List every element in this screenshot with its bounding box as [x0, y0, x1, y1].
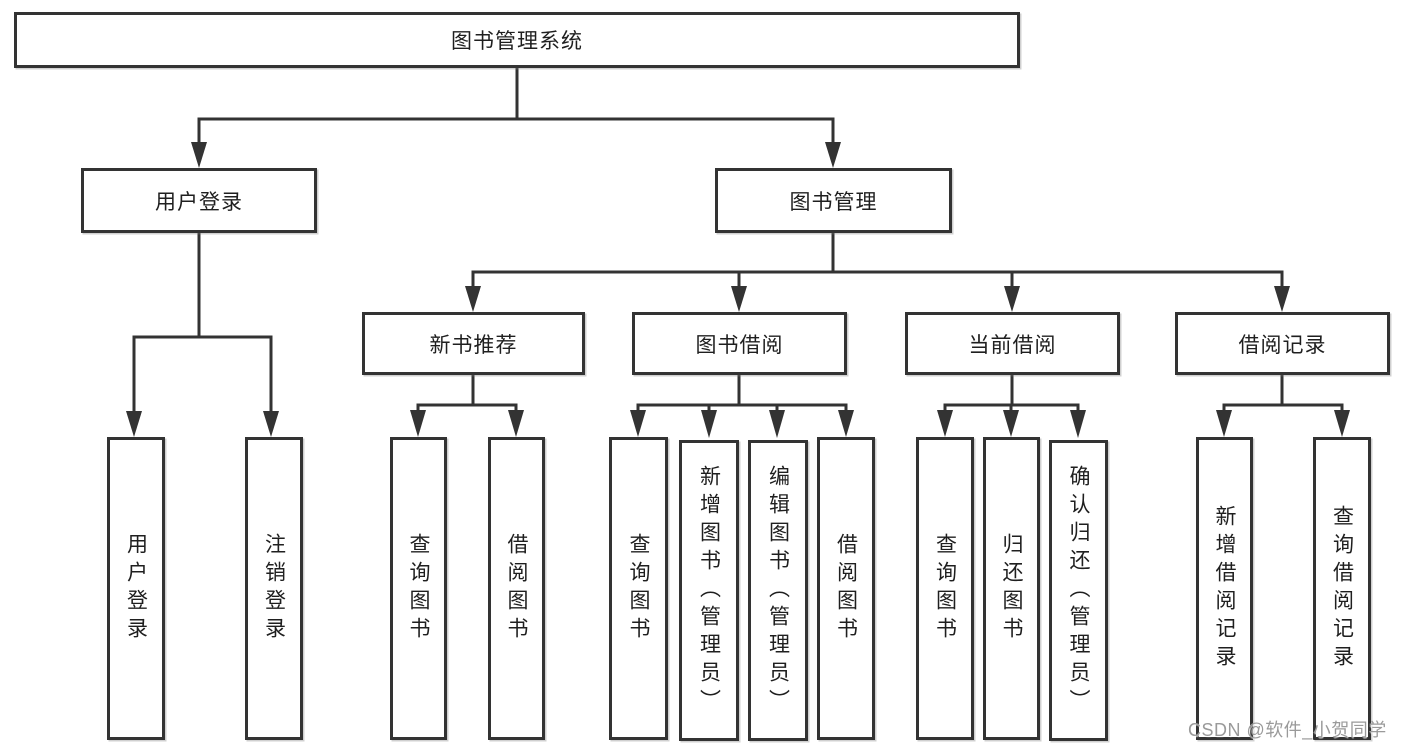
leaf-confirm-return-admin: 确认归还（管理员）: [1049, 440, 1108, 741]
leaf-edit-book-admin: 编辑图书（管理员）: [748, 440, 808, 741]
leaf-borrow-book-2: 借阅图书: [817, 437, 875, 740]
node-book-borrowing-label: 图书借阅: [695, 333, 784, 357]
leaf-query-book-3-label: 查询图书: [933, 532, 957, 645]
leaf-query-book-2-label: 查询图书: [627, 532, 650, 645]
leaf-query-borrow-record-label: 查询借阅记录: [1330, 504, 1354, 673]
leaf-return-book: 归还图书: [983, 437, 1040, 740]
leaf-user-login-label: 用户登录: [124, 532, 148, 645]
csdn-watermark: CSDN @软件_小贺同学: [1188, 720, 1387, 740]
leaf-logout-label: 注销登录: [262, 532, 286, 645]
leaf-edit-book-admin-label: 编辑图书（管理员）: [766, 464, 790, 717]
node-root: 图书管理系统: [14, 12, 1020, 68]
leaf-add-borrow-record: 新增借阅记录: [1196, 437, 1253, 740]
leaf-query-book-1: 查询图书: [390, 437, 447, 740]
node-book-management: 图书管理: [715, 168, 952, 233]
node-book-management-label: 图书管理: [789, 190, 878, 214]
node-user-login-group: 用户登录: [81, 168, 317, 233]
leaf-borrow-book-1: 借阅图书: [488, 437, 545, 740]
leaf-query-book-1-label: 查询图书: [407, 532, 430, 645]
leaf-add-book-admin: 新增图书（管理员）: [679, 440, 739, 741]
leaf-borrow-book-2-label: 借阅图书: [834, 532, 858, 645]
node-borrowing-records-label: 借阅记录: [1238, 333, 1327, 357]
leaf-query-book-3: 查询图书: [916, 437, 974, 740]
leaf-return-book-label: 归还图书: [1000, 532, 1023, 645]
leaf-logout: 注销登录: [245, 437, 303, 740]
leaf-add-borrow-record-label: 新增借阅记录: [1213, 504, 1236, 673]
node-current-borrowing-label: 当前借阅: [968, 333, 1057, 357]
leaf-confirm-return-admin-label: 确认归还（管理员）: [1067, 464, 1090, 717]
node-current-borrowing: 当前借阅: [905, 312, 1120, 375]
leaf-borrow-book-1-label: 借阅图书: [505, 532, 528, 645]
leaf-query-borrow-record: 查询借阅记录: [1313, 437, 1371, 740]
leaf-user-login: 用户登录: [107, 437, 165, 740]
node-borrowing-records: 借阅记录: [1175, 312, 1390, 375]
node-new-book-recommendation: 新书推荐: [362, 312, 585, 375]
node-root-label: 图书管理系统: [451, 30, 583, 53]
node-new-book-recommendation-label: 新书推荐: [429, 333, 518, 357]
leaf-query-book-2: 查询图书: [609, 437, 668, 740]
leaf-add-book-admin-label: 新增图书（管理员）: [697, 464, 721, 717]
node-user-login-group-label: 用户登录: [155, 190, 243, 214]
node-book-borrowing: 图书借阅: [632, 312, 847, 375]
